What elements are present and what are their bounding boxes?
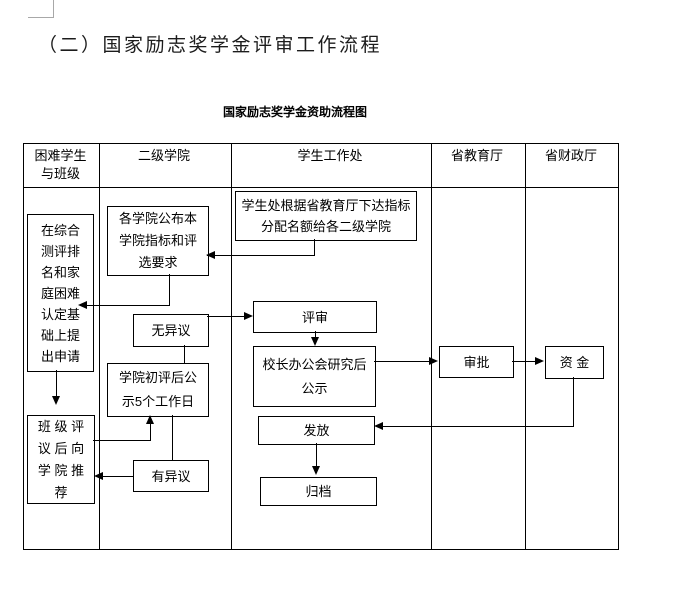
section-heading: （二）国家励志奖学金评审工作流程 xyxy=(38,34,383,56)
diagram-title: 国家励志奖学金资助流程图 xyxy=(223,105,368,119)
arrowhead-down-icon xyxy=(311,337,319,346)
node-no-objection: 无异议 xyxy=(133,314,209,347)
connector-review-objection xyxy=(172,415,173,460)
arrowhead-right-icon xyxy=(429,357,438,365)
column-divider xyxy=(231,144,232,549)
node-president-meeting: 校长办公会研究后 公示 xyxy=(253,346,376,407)
arrowhead-left-icon xyxy=(206,251,215,259)
arrowhead-down-icon xyxy=(52,396,60,405)
connector-meeting-approve xyxy=(374,361,430,362)
node-approve: 审批 xyxy=(439,346,514,378)
connector-funds-distribute xyxy=(573,377,574,426)
arrowhead-left-icon xyxy=(94,472,103,480)
connector-distribute-archive xyxy=(316,443,317,467)
arrowhead-up-icon xyxy=(146,415,154,424)
page-corner-mark xyxy=(53,0,54,17)
arrowhead-right-icon xyxy=(244,312,253,320)
lane-header-finance-dept: 省财政厅 xyxy=(544,148,597,163)
lane-header-edu-dept: 省教育厅 xyxy=(450,148,503,163)
arrowhead-down-icon xyxy=(312,466,320,475)
connector-announce-apply xyxy=(82,305,170,306)
column-divider xyxy=(99,144,100,549)
lane-header-college: 二级学院 xyxy=(137,148,190,163)
node-distribute: 发放 xyxy=(258,416,375,445)
arrowhead-right-icon xyxy=(535,357,544,365)
node-apply: 在综合 测评排 名和家 庭困难 认定基 础上提 出申请 xyxy=(27,214,94,372)
connector-announce-apply xyxy=(169,274,170,306)
connector-recommend-review xyxy=(150,423,151,440)
node-archive: 归档 xyxy=(260,477,377,506)
lane-header-student-affairs: 学生工作处 xyxy=(297,148,363,163)
header-row-divider xyxy=(24,187,618,188)
node-funds: 资 金 xyxy=(545,346,604,379)
arrowhead-left-icon xyxy=(374,422,383,430)
connector-noobjection-review xyxy=(207,316,245,317)
column-divider xyxy=(431,144,432,549)
lane-header-students: 困难学生 与班级 xyxy=(34,148,87,181)
connector-objection-recommend xyxy=(103,476,133,477)
node-objection: 有异议 xyxy=(133,460,209,492)
connector-review-meeting xyxy=(315,331,316,339)
node-college-review: 学院初评后公 示5个工作日 xyxy=(107,363,209,417)
column-divider xyxy=(525,144,526,549)
node-class-recommend: 班 级 评 议 后 向 学 院 推 荐 xyxy=(27,415,95,504)
page-corner-mark xyxy=(28,17,54,18)
connector-allocate-announce xyxy=(314,239,315,256)
connector-approve-funds xyxy=(512,361,536,362)
connector-noobjection-review-link xyxy=(184,345,185,363)
node-college-announce: 各学院公布本 学院指标和评 选要求 xyxy=(107,206,209,276)
arrowhead-left-icon xyxy=(78,301,87,309)
node-review: 评审 xyxy=(253,301,377,333)
node-allocate: 学生处根据省教育厅下达指标 分配名额给各二级学院 xyxy=(235,191,417,241)
connector-apply-recommend xyxy=(56,370,57,397)
connector-funds-distribute xyxy=(383,426,574,427)
connector-recommend-review xyxy=(93,440,151,441)
flowchart-table xyxy=(23,143,619,550)
connector-allocate-announce xyxy=(207,255,315,256)
